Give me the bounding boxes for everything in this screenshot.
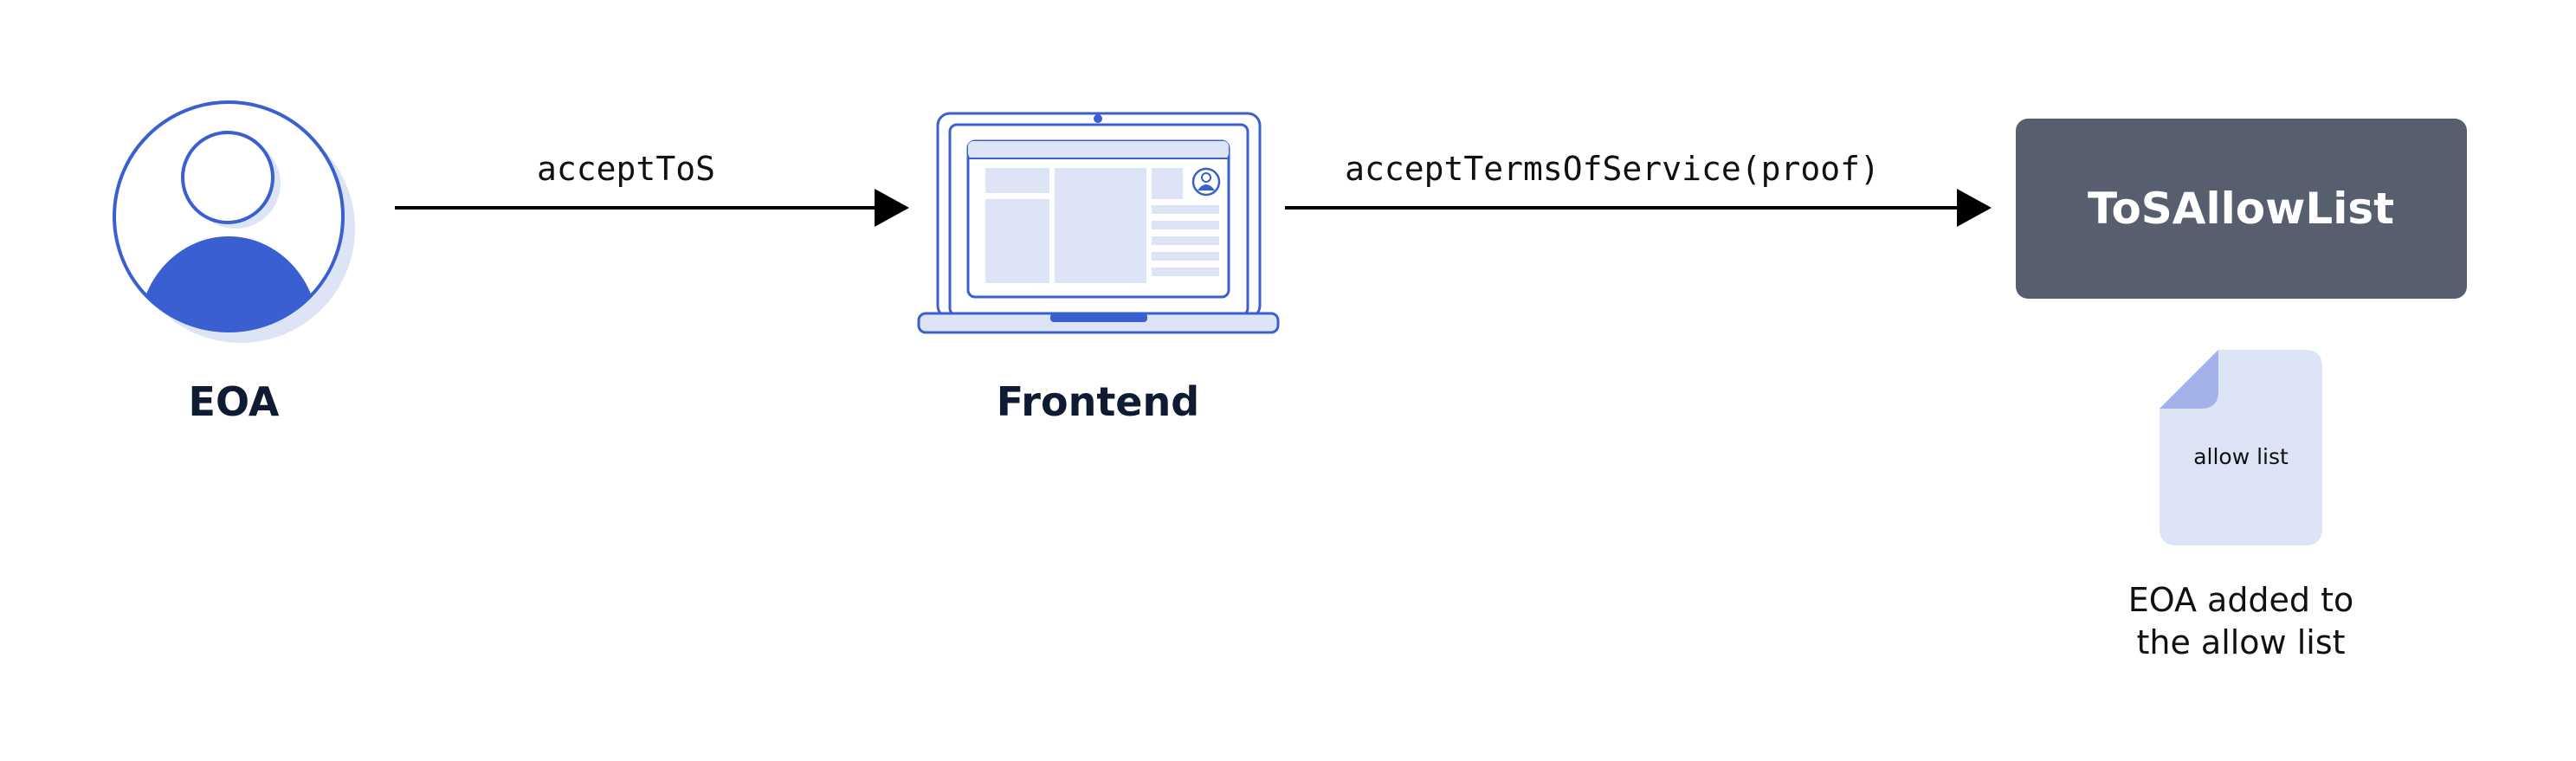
laptop-icon (917, 112, 1280, 334)
arrow-head-icon (875, 189, 909, 227)
user-avatar-icon (113, 100, 355, 343)
caption-line-2: the allow list (2136, 623, 2345, 661)
contract-box (2016, 119, 2467, 299)
tos-allow-list-label: ToSAllowList (2088, 184, 2394, 234)
edge-accept-terms: acceptTermsOfService(proof) (1285, 150, 1992, 227)
accept-tos-label: acceptToS (537, 150, 715, 188)
tos-allow-list-node: ToSAllowList (2016, 119, 2467, 299)
accept-terms-label: acceptTermsOfService(proof) (1345, 150, 1880, 188)
frontend-node: Frontend (917, 112, 1280, 425)
arrow-head-icon (1957, 189, 1992, 227)
eoa-label: EOA (189, 378, 280, 425)
allow-list-document: allow list EOA added to the allow list (2128, 350, 2354, 661)
eoa-node: EOA (113, 100, 355, 425)
edge-accept-tos: acceptToS (395, 150, 909, 227)
document-label: allow list (2193, 444, 2289, 469)
document-icon (2160, 350, 2322, 545)
frontend-label: Frontend (997, 378, 1199, 425)
caption-line-1: EOA added to (2128, 581, 2354, 619)
